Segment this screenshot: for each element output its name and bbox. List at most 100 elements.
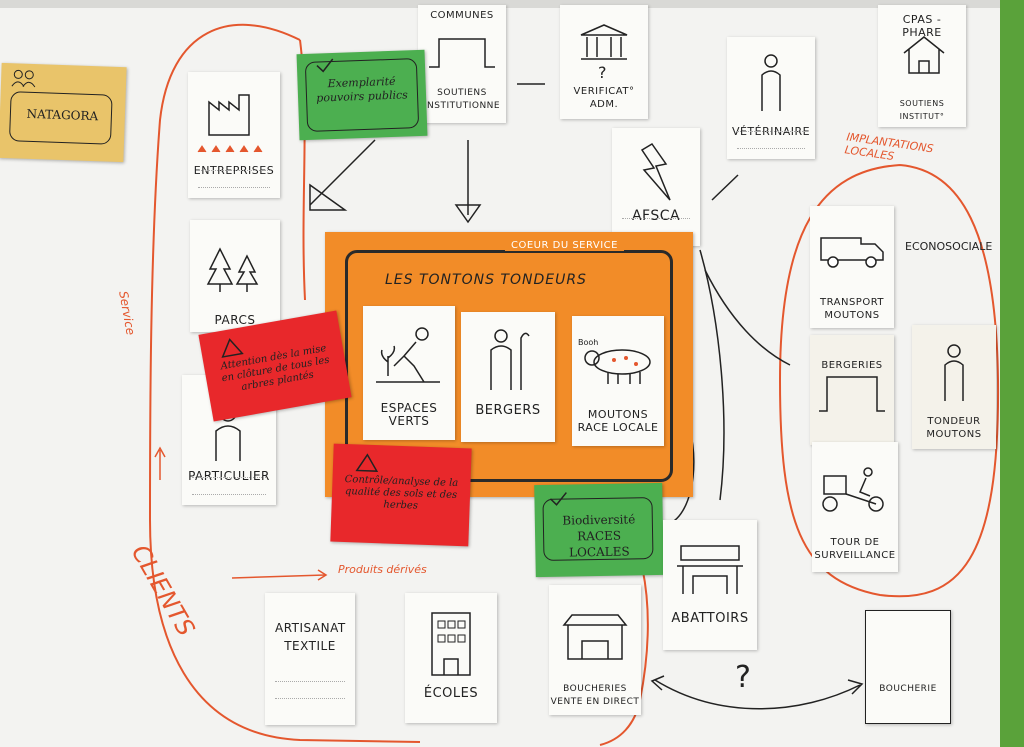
factory-icon <box>208 94 250 136</box>
core-title: LES TONTONS TONDEURS <box>385 272 587 288</box>
natagora-card: NATAGORA <box>0 62 127 163</box>
gardener-icon <box>376 327 440 383</box>
arrowhead-exemplarite <box>309 183 348 211</box>
green-edge <box>1000 0 1024 747</box>
artisanat-lines <box>275 681 345 699</box>
school-building-icon <box>431 612 471 676</box>
entreprises-lines <box>198 170 270 188</box>
arrow-core-local <box>704 269 791 366</box>
afsca-label: AFSCA <box>631 208 681 224</box>
boucheries-label: BOUCHERIES VENTE EN DIRECT <box>550 684 640 707</box>
boucherie-card: BOUCHERIE <box>865 610 951 724</box>
transport-card: TRANSPORT MOUTONS <box>810 206 894 328</box>
produits-arrowhead <box>317 569 328 581</box>
building-outline-icon <box>429 38 495 68</box>
exemplarite-text: Exemplarité pouvoirs publics <box>316 74 409 105</box>
parcs-label: PARCS <box>214 313 256 327</box>
core-frame <box>345 250 673 482</box>
tondeur-label: TONDEUR MOUTONS <box>926 416 982 440</box>
clients-loop <box>148 23 421 743</box>
cpas-card: CPAS - PHARE SOUTIENS INSTITUT° <box>878 5 966 127</box>
cpas-label: CPAS - PHARE <box>902 13 942 39</box>
house-icon <box>903 36 945 74</box>
exemplarite-sticky: Exemplarité pouvoirs publics <box>296 49 428 141</box>
van-icon <box>820 237 884 268</box>
cargo-bike-icon <box>822 467 884 512</box>
arrow-boucherie <box>654 679 861 710</box>
ecoles-card: ÉCOLES <box>405 593 497 723</box>
core-tag: COEUR DU SERVICE <box>505 240 624 251</box>
espaces-verts-card: ESPACES VERTS <box>363 306 455 440</box>
econosociale-label: ECONOSOCIALE <box>905 240 993 253</box>
artisanat-card: ARTISANAT TEXTILE <box>265 593 355 725</box>
arrowhead-boucheries <box>650 675 665 691</box>
arrow-afsca-vet <box>711 174 739 201</box>
warning-icon <box>355 453 379 472</box>
warning-icon <box>221 338 244 358</box>
abattoirs-card: ABATTOIRS <box>663 520 757 650</box>
biodiversite-text: Biodiversité RACES LOCALES <box>562 512 636 560</box>
shop-icon <box>677 545 743 594</box>
people-icon <box>11 69 36 88</box>
board-top-edge <box>0 0 1024 8</box>
tondeur-card: TONDEUR MOUTONS <box>912 325 996 449</box>
verificat-card: ? VERIFICAT° ADM. <box>560 5 648 119</box>
artisanat-label: ARTISANAT TEXTILE <box>275 621 346 653</box>
tour-card: TOUR DE SURVEILLANCE <box>812 442 898 572</box>
shed-icon <box>819 376 885 412</box>
institution-icon <box>580 24 628 60</box>
entreprises-card: ENTREPRISES <box>188 72 280 198</box>
veterinaire-lines <box>737 131 805 149</box>
cpas-sub-label: SOUTIENS INSTITUT° <box>899 99 945 121</box>
person-icon <box>944 344 964 401</box>
bergers-label: BERGERS <box>475 403 541 418</box>
arrow-afsca-core <box>699 249 725 501</box>
attention-sticky-1: Attention dès la mise en clôture de tous… <box>198 310 352 422</box>
tour-label: TOUR DE SURVEILLANCE <box>814 537 896 561</box>
bergeries-label: BERGERIES <box>821 360 883 371</box>
arrowhead-down-institution <box>454 204 482 224</box>
produits-arrow <box>231 574 326 579</box>
veterinaire-card: VÉTÉRINAIRE <box>727 37 815 159</box>
biodiversite-sticky: Biodiversité RACES LOCALES <box>534 482 664 578</box>
parcs-card: PARCS <box>190 220 280 332</box>
produits-label: Produits dérivés <box>338 563 427 576</box>
abattoirs-label: ABATTOIRS <box>671 611 749 626</box>
soutiens-label: SOUTIENS INSTITUTIONNE <box>423 88 501 111</box>
question-mark: ? <box>735 660 751 695</box>
attention-sticky-2: Contrôle/analyse de la qualité des sols … <box>330 443 472 547</box>
bergeries-card: BERGERIES <box>810 335 894 445</box>
verificat-question: ? <box>598 63 607 82</box>
communes-label: COMMUNES <box>430 10 494 21</box>
check-icon <box>549 492 567 506</box>
particulier-label: PARTICULIER <box>188 469 270 483</box>
espaces-verts-label: ESPACES VERTS <box>380 401 438 428</box>
sheep-icon <box>584 349 651 384</box>
soutiens-institutionnels-card: COMMUNES SOUTIENS INSTITUTIONNE <box>418 5 506 123</box>
person-icon <box>761 54 781 111</box>
moutons-card: Booh MOUTONS RACE LOCALE <box>572 316 664 446</box>
check-icon <box>316 58 334 73</box>
boucheries-card: BOUCHERIES VENTE EN DIRECT <box>549 585 641 715</box>
afsca-card: AFSCA <box>612 128 700 246</box>
transport-label: TRANSPORT MOUTONS <box>819 297 885 321</box>
moutons-label: MOUTONS RACE LOCALE <box>577 408 659 434</box>
arrow-exemplarite <box>309 139 376 206</box>
trees-icon <box>206 247 259 292</box>
clients-arrowhead <box>154 446 166 458</box>
particulier-lines <box>192 477 266 495</box>
lightning-icon <box>640 142 671 201</box>
attention-text-2: Contrôle/analyse de la qualité des sols … <box>344 474 459 512</box>
ecoles-label: ÉCOLES <box>423 686 479 701</box>
bergers-card: BERGERS <box>461 312 555 442</box>
local-loop <box>778 164 1000 598</box>
verificat-label: VERIFICAT° ADM. <box>573 86 635 110</box>
flowers-icon <box>197 145 263 153</box>
arrowhead-boucherie <box>847 679 864 695</box>
moutons-note: Booh <box>578 338 599 347</box>
boucherie-label: BOUCHERIE <box>879 684 937 694</box>
shepherd-icon <box>490 329 530 390</box>
storefront-icon <box>562 614 628 660</box>
